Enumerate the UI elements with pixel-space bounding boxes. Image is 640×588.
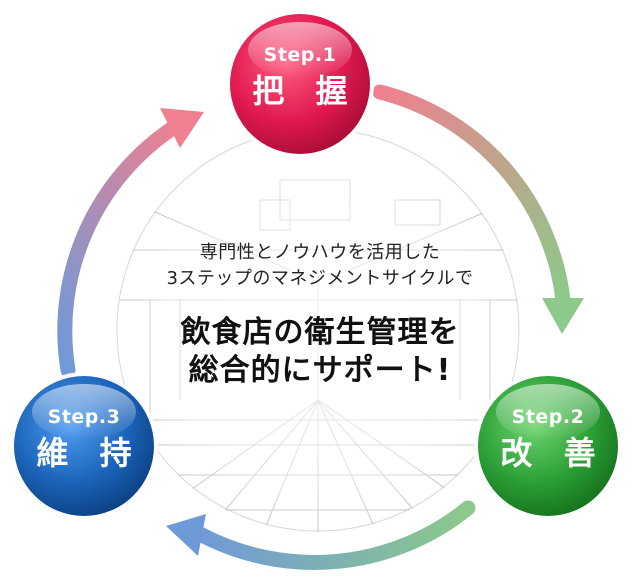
step1-name: 把 握 [252,72,358,110]
step1-circle [226,10,374,158]
step1-number: Step.1 [263,44,337,66]
step3-circle [10,372,158,520]
intro-line-1: 専門性とノウハウを活用した [199,242,441,263]
cycle-arrow-step3-to-step1 [57,108,204,378]
headline-line-2: 総合的にサポート! [188,353,452,388]
cycle-arrow-step2-to-step3 [166,500,476,570]
intro-line-2: 3ステップのマネジメントサイクルで [166,268,474,289]
step2-label: Step.2 改 善 [473,406,623,474]
step3-label: Step.3 維 持 [9,406,159,474]
cycle-arrow-step1-to-step2 [372,84,584,334]
step2-number: Step.2 [511,406,585,428]
headline-line-1: 飲食店の衛生管理を [180,315,460,350]
step3-name: 維 持 [36,434,142,472]
step2-circle [474,372,622,520]
headline: 飲食店の衛生管理を 総合的にサポート! [120,314,520,390]
step1-label: Step.1 把 握 [225,44,375,112]
intro-text: 専門性とノウハウを活用した 3ステップのマネジメントサイクルで [120,240,520,292]
step2-name: 改 善 [500,434,606,472]
center-fade-overlay [113,125,523,535]
step3-number: Step.3 [47,406,121,428]
